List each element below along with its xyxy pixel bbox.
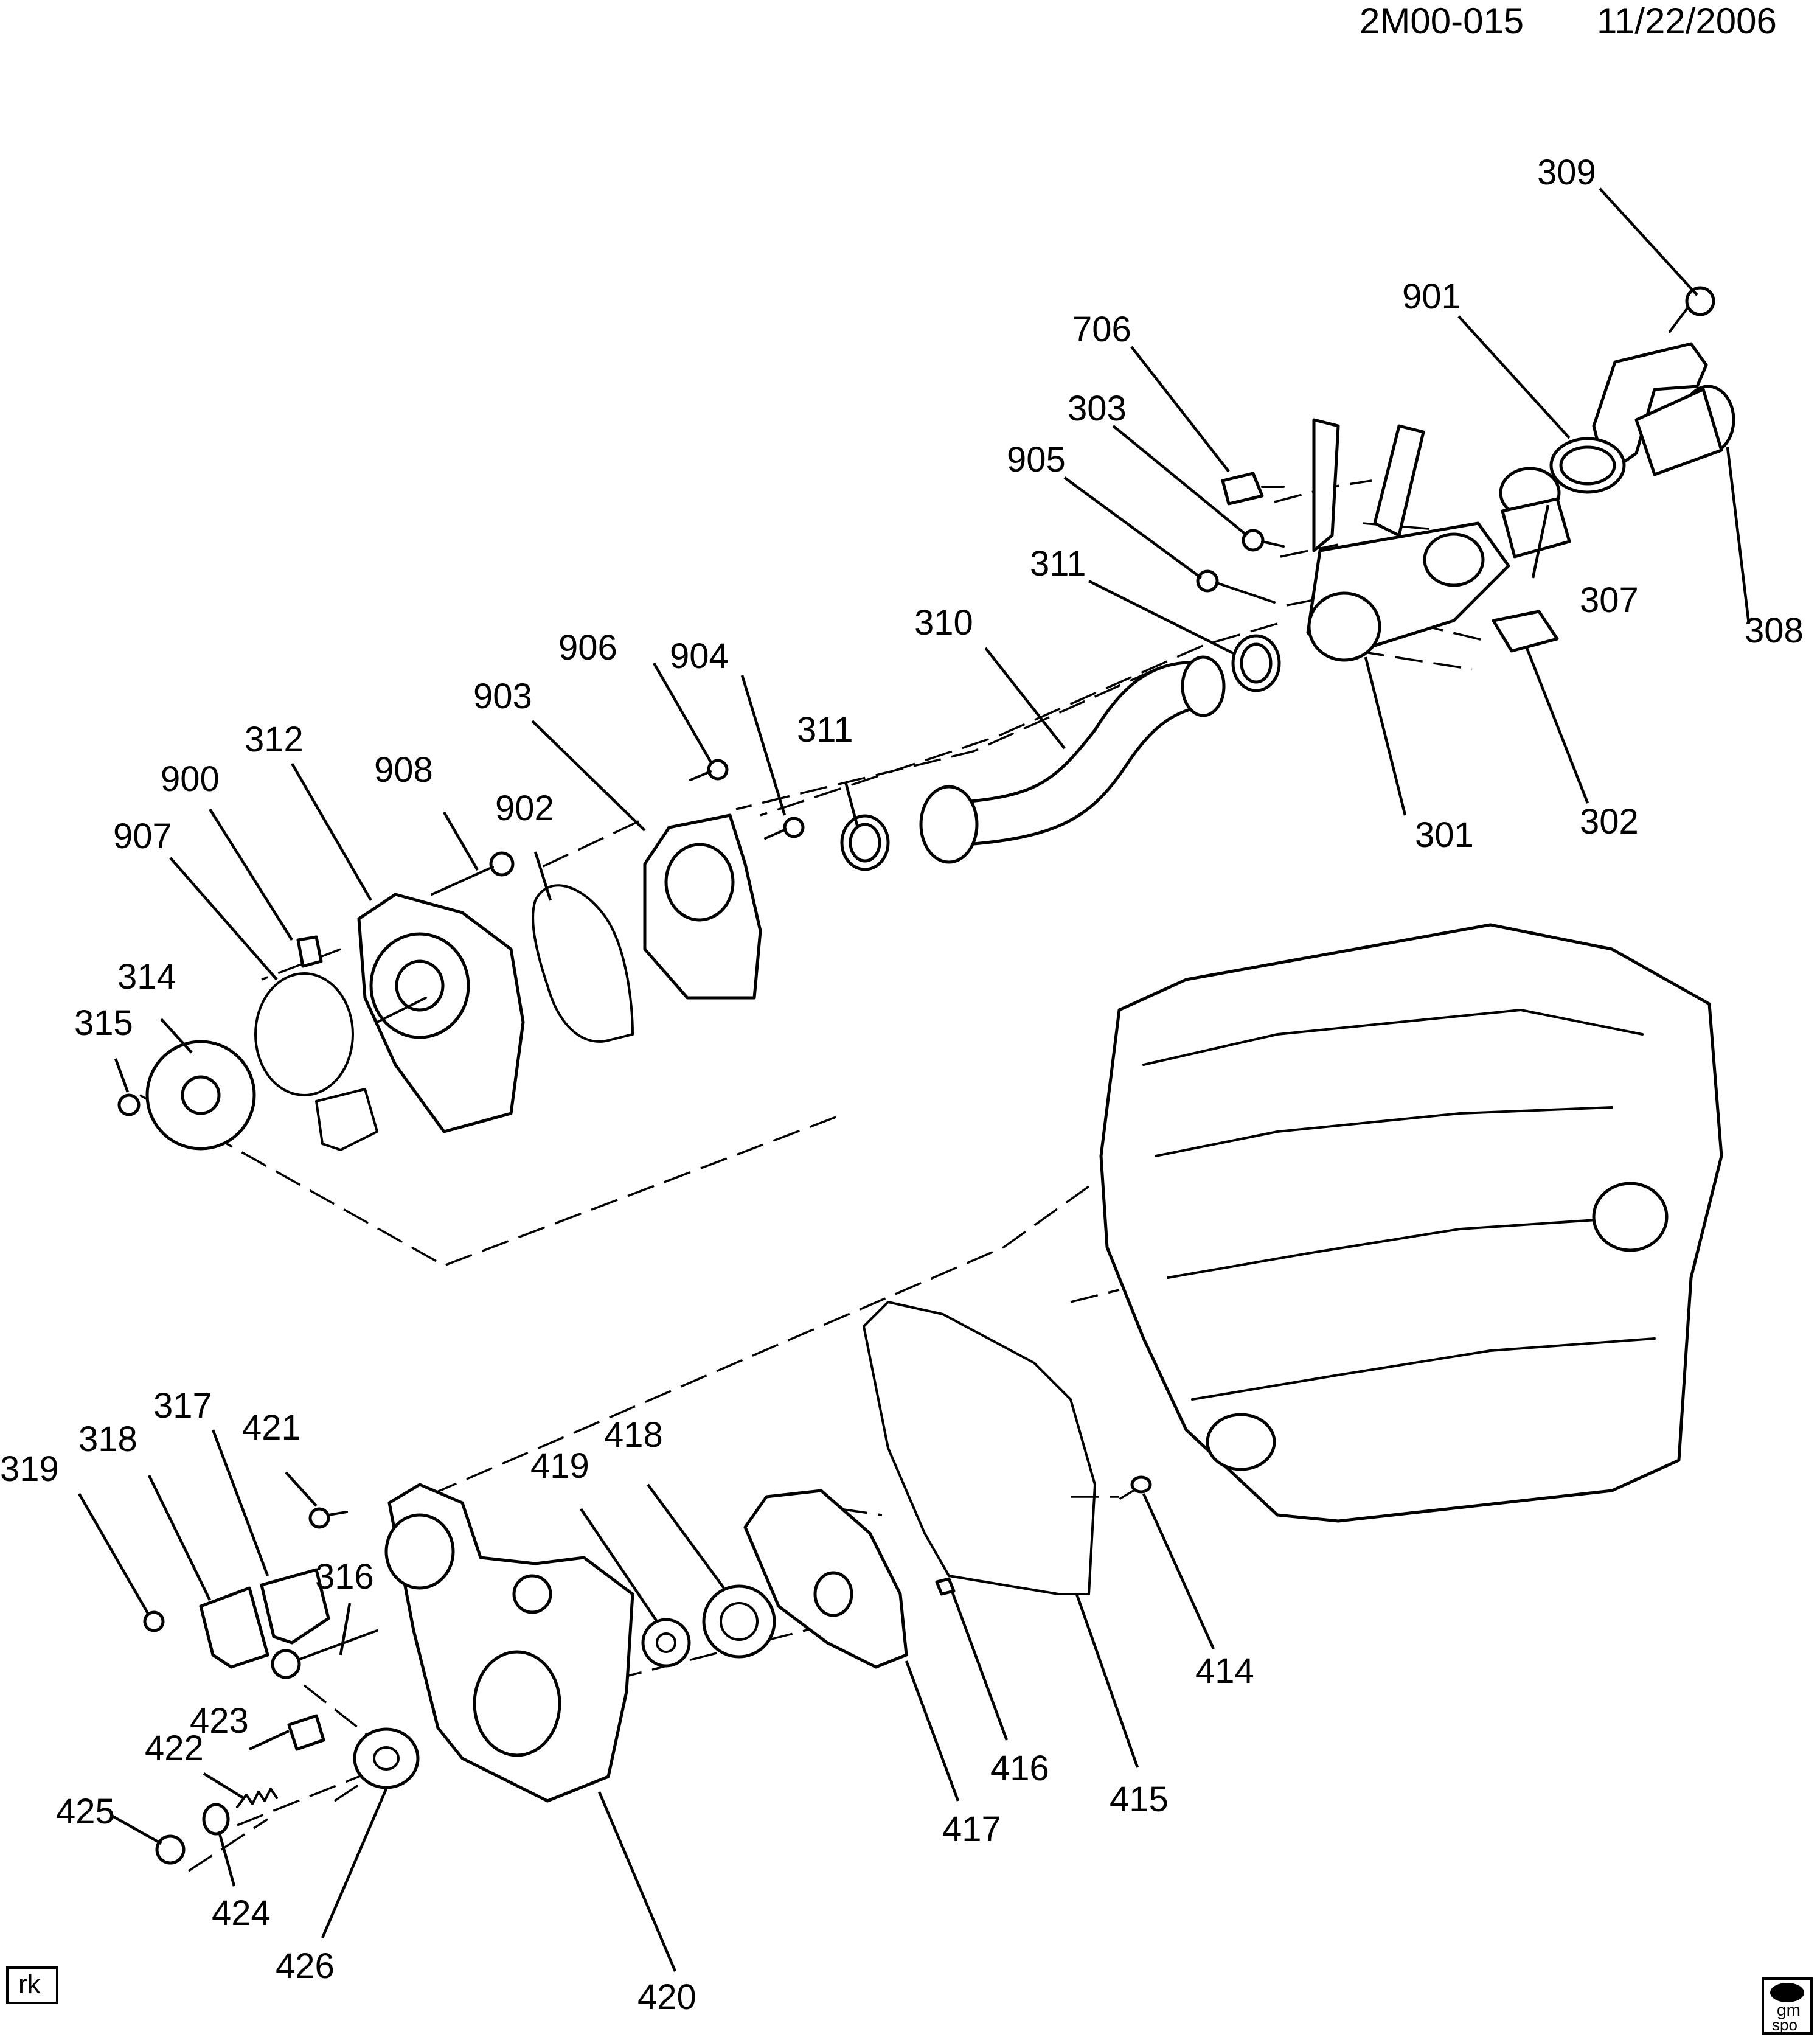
callout-906: 906 [558,628,617,667]
callout-417: 417 [942,1809,1001,1849]
callout-314: 314 [117,957,176,997]
callout-315: 315 [74,1003,133,1043]
callout-416: 416 [990,1749,1049,1788]
callout-311-upper: 311 [1030,544,1086,583]
engine-front-cover-420 [384,1483,634,1803]
bolt-904 [764,817,805,840]
callout-311-lower: 311 [797,710,853,750]
callout-900: 900 [161,759,220,799]
oil-pump-gear-419 [641,1618,691,1668]
callout-labels: 309 901 706 303 905 311 310 307 308 301 … [0,153,1804,2017]
engine-assembly [1099,923,1723,1523]
callout-310: 310 [914,603,973,642]
callout-907: 907 [113,817,172,856]
callout-319: 319 [0,1449,59,1489]
logo-spo-text: spo [1772,2016,1797,2034]
oil-pump-cover-417 [743,1489,908,1669]
plug-425 [155,1834,186,1865]
logo-gm-text: gm [1777,2000,1801,2019]
bolt-908 [431,851,515,896]
callout-706: 706 [1072,310,1131,349]
cover-plate-318 [199,1586,269,1669]
diagram-code: 2M00-015 [1360,1,1524,41]
callout-418: 418 [604,1415,663,1455]
sprocket-314 [145,1040,256,1151]
bolt-421 [308,1507,348,1529]
thermostat-307 [1499,467,1571,559]
callout-421: 421 [242,1408,301,1447]
callout-903: 903 [473,677,532,716]
callout-424: 424 [212,1893,271,1933]
gasket-302 [1492,610,1559,653]
seal-311-lower [840,814,890,871]
water-pump-312 [357,893,525,1133]
dowel-414 [1130,1475,1152,1494]
diagram-date: 11/22/2006 [1597,1,1777,41]
plug-423 [287,1714,325,1751]
callout-902: 902 [495,789,554,828]
gasket-907 [254,972,378,1151]
clip-424 [202,1803,230,1836]
spring-422 [236,1788,278,1808]
callout-308: 308 [1745,611,1804,650]
bolt-319 [143,1610,165,1632]
callout-426: 426 [276,1946,335,1986]
callout-414: 414 [1195,1651,1254,1691]
callout-908: 908 [374,750,433,790]
initials-box: rk [6,1966,58,2004]
bolt-906 [689,759,729,781]
callout-423: 423 [190,1701,249,1741]
gm-spo-logo: gm spo [1762,1977,1813,2035]
bolt-303 [1242,529,1285,552]
water-pump-cover-903 [643,813,762,1000]
callout-419: 419 [530,1446,589,1486]
stud-905 [1196,569,1276,604]
initials-text: rk [18,1969,41,1999]
bolt-416 [935,1577,956,1596]
seal-901 [1549,437,1626,494]
callout-316: 316 [315,1557,374,1597]
callout-301: 301 [1415,815,1474,855]
callout-904: 904 [670,636,729,676]
water-outlet-301 [1306,418,1510,662]
callout-318: 318 [78,1419,137,1459]
sensor-706 [1221,472,1285,506]
gasket-902 [532,884,634,1043]
callout-307: 307 [1580,580,1639,620]
callout-422: 422 [145,1729,204,1768]
callout-302: 302 [1580,802,1639,841]
callout-415: 415 [1110,1780,1169,1819]
callout-425: 425 [56,1792,115,1831]
callout-420: 420 [637,1977,696,2017]
coolant-pipe-310 [919,655,1226,864]
callout-905: 905 [1007,440,1066,479]
leader-lines [78,187,1751,1972]
callout-312: 312 [245,720,304,759]
callout-317: 317 [153,1386,212,1426]
bolt-309 [1669,286,1715,333]
bolt-316 [271,1629,378,1679]
bolt-900 [296,935,323,968]
callout-303: 303 [1068,389,1127,428]
timing-cover-gasket-415 [863,1301,1096,1595]
oil-pump-rotor-418 [702,1584,776,1659]
bolt-315 [117,1093,141,1116]
callout-901: 901 [1402,277,1461,316]
callout-309: 309 [1537,153,1596,192]
seal-311-upper [1231,634,1281,692]
thermostat-housing-outlet [1592,342,1735,476]
gasket-317 [260,1568,330,1645]
seal-426 [353,1727,420,1789]
